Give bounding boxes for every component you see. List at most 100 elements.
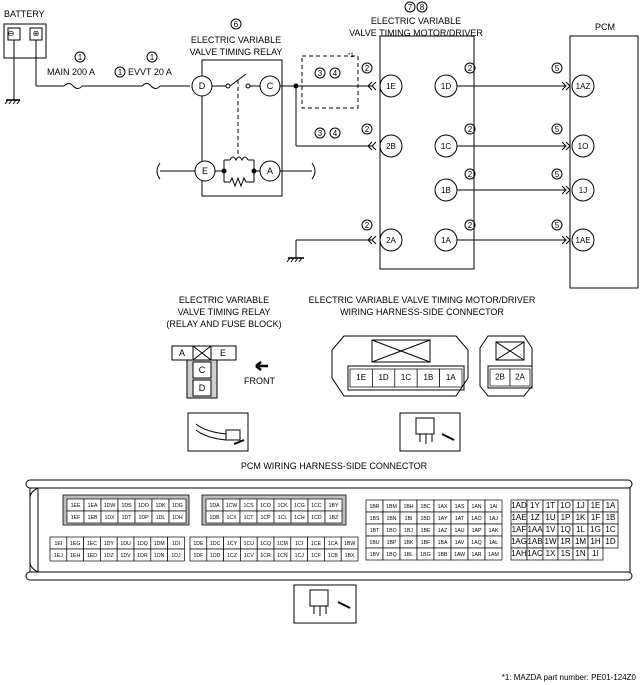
pcm-block5-pin: 1AU [454,528,464,534]
pcm-block2-pin: 1CX [226,515,237,521]
pcm-block2-pin: 1BY [329,503,339,509]
pcm-block5-pin: 1AQ [471,540,481,546]
pcm-block6-pin: 1X [546,549,556,558]
front-label: FRONT [244,376,275,386]
motor-connector-pin: 1E [356,373,366,382]
pcm-block5-pin: 1BI [405,516,413,522]
pcm-block2-pin: 1DB [209,515,220,521]
pcm-block3-pin: 1EH [70,553,80,559]
relay-terminal-e: E [202,166,208,176]
pcm-block5-pin: 1BK [404,540,414,546]
pcm-connector-title: PCM WIRING HARNESS-SIDE CONNECTOR [241,461,428,471]
pcm-block1-pin: 1DH [172,515,183,521]
pcm-block5-pin: 1AS [455,504,465,510]
relay-cell-d: D [199,383,206,393]
motor-driver-box [379,35,475,270]
pcm-block1-pin: 1DT [122,515,133,521]
pcm-terminal-1j: 1J [579,186,587,195]
pcm-block5-pin: 1BF [421,540,431,546]
pcm-block5-pin: 1AM [488,552,499,558]
pcm-block5-pin: 1BP [387,540,397,546]
pcm-block3-pin: 1DZ [104,553,114,559]
relay-plug-icon [187,412,249,452]
pcm-block5-pin: 1AI [490,504,498,510]
motor-connector-title-2: WIRING HARNESS-SIDE CONNECTOR [340,307,504,317]
pcm-block6-pin: 1T [546,501,555,510]
pcm-block5-pin: 1BU [369,540,379,546]
motor-title-1: ELECTRIC VARIABLE [371,16,461,26]
wire-num: 2 [365,64,370,73]
pcm-terminal-1o: 1O [578,142,589,151]
wire-num: 2 [468,125,473,134]
pcm-block5-pin: 1BD [420,516,430,522]
pcm-block6-pin: 1Q [560,525,571,534]
pcm-block6-pin: 1AB [527,537,542,546]
pcm-block4-pin: 1CI [295,541,303,547]
pcm-block5-pin: 1BH [403,504,413,510]
pcm-block6-pin: 1AC [527,549,543,558]
wire-num: 3 [318,129,323,138]
pcm-block5-pin: 1BN [386,516,396,522]
main-fuse-num: 1 [78,53,83,62]
pcm-block6-pin: 1M [575,537,586,546]
motor-connector-small [479,335,533,397]
pcm-block3-pin: 1DQ [137,541,148,547]
pcm-block5-pin: 1BL [404,552,413,558]
relay-terminal-a: A [267,166,273,176]
pcm-block6-pin: 1AF [512,525,527,534]
motor-connector-small-pin: 2B [495,373,505,382]
pcm-terminal-1ae: 1AE [575,236,590,245]
pcm-block4-pin: 1BW [344,541,355,547]
pcm-block4-pin: 1DE [193,541,204,547]
pcm-block1-pin: 1EE [71,503,81,509]
pcm-block5-pin: 1BB [438,552,448,558]
pcm-block6-pin: 1C [605,525,615,534]
relay-cell-e: E [220,348,226,358]
pcm-block5-pin: 1AW [454,552,465,558]
pcm-block2-cell [324,510,343,524]
pcm-block2-pin: 1CL [278,515,288,521]
pcm-block2-pin: 1DA [209,503,220,509]
footnote: *1: MAZDA part number: PE01-124Z0 [502,673,637,682]
pcm-block5-pin: 1BT [370,528,380,534]
pcm-block6-pin: 1U [545,513,555,522]
motor-connector-pin: 1D [378,373,388,382]
relay-box [201,59,283,197]
motor-connector-small-pin: 2A [515,373,525,382]
pcm-terminal-1az: 1AZ [576,82,591,91]
main-fuse-symbol [63,83,83,89]
motor-num-1: 7 [408,3,413,12]
pcm-block5-pin: 1BR [369,504,379,510]
pcm-block2-pin: 1CT [244,515,255,521]
motor-num-2: 8 [420,3,425,12]
pcm-block6-pin: 1Z [530,513,539,522]
pcm-block6-cell [587,547,604,561]
pcm-block6-pin: 1AD [511,501,527,510]
relay-connector-title-1: ELECTRIC VARIABLE [179,295,269,305]
relay-terminal-d: D [199,81,206,91]
pcm-block6-pin: 1B [606,513,616,522]
pcm-block5-pin: 1AP [472,528,482,534]
pcm-block6-pin: 1S [561,549,571,558]
pcm-block5-pin: 1AY [438,516,448,522]
evvt-fuse-label: EVVT 20 A [128,67,172,77]
pcm-block4-pin: 1CU [244,541,255,547]
pcm-plug-icon [293,584,357,624]
pcm-block6-pin: 1A [606,501,616,510]
pcm-block2-pin: 1CD [311,515,322,521]
battery-plus: ⊕ [33,29,40,38]
pcm-block3-pin: 1EG [70,541,80,547]
pcm-block5-pin: 1AT [455,516,465,522]
pcm-block3-pin: 1DR [137,553,148,559]
pcm-block1-pin: 1DP [138,515,149,521]
pcm-block6-pin: 1AG [511,537,527,546]
motor-terminal-1e: 1E [386,82,396,91]
pcm-block5-pin: 1BJ [404,528,413,534]
main-fuse-label: MAIN 200 A [47,67,95,77]
wire-num: 4 [333,129,338,138]
pcm-block5-pin: 1AN [471,504,481,510]
pcm-block4-pin: 1CB [328,553,339,559]
pcm-block5-pin: 1BA [438,540,448,546]
pcm-block6-pin: 1R [560,537,570,546]
